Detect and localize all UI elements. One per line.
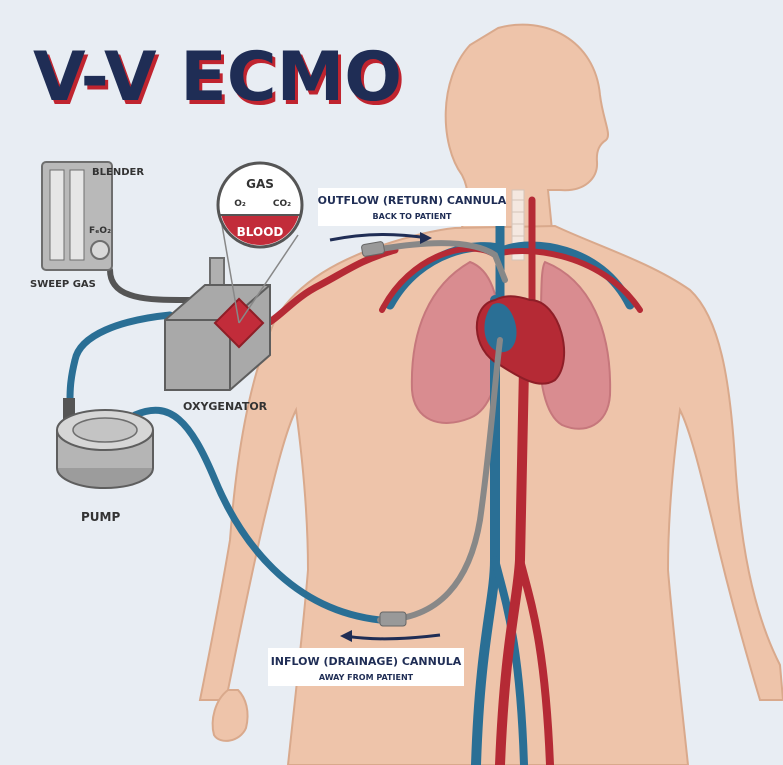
fio2-knob — [91, 241, 109, 259]
blender: FₑO₂ — [42, 162, 112, 270]
gas-label: GAS — [246, 177, 274, 191]
pump-label: PUMP — [81, 510, 120, 524]
o2-label: O₂ — [234, 199, 246, 209]
inflow-subtitle: AWAY FROM PATIENT — [319, 673, 414, 682]
blender-label: BLENDER — [92, 167, 144, 178]
outflow-subtitle: BACK TO PATIENT — [373, 212, 452, 221]
sweep-gas-label: SWEEP GAS — [30, 279, 96, 290]
inflow-title: INFLOW (DRAINAGE) CANNULA — [271, 655, 462, 668]
oxygenator — [165, 258, 270, 390]
outflow-title: OUTFLOW (RETURN) CANNULA — [318, 194, 507, 207]
blood-label: BLOOD — [237, 225, 284, 239]
fio2-label: FₑO₂ — [89, 226, 111, 236]
oxygenator-label: OXYGENATOR — [183, 400, 268, 413]
pump-to-oxygenator-line — [70, 315, 170, 400]
drainage-connector — [380, 612, 406, 626]
diagram-title-front: V-V ECMO — [33, 38, 402, 117]
co2-label: CO₂ — [273, 199, 291, 209]
